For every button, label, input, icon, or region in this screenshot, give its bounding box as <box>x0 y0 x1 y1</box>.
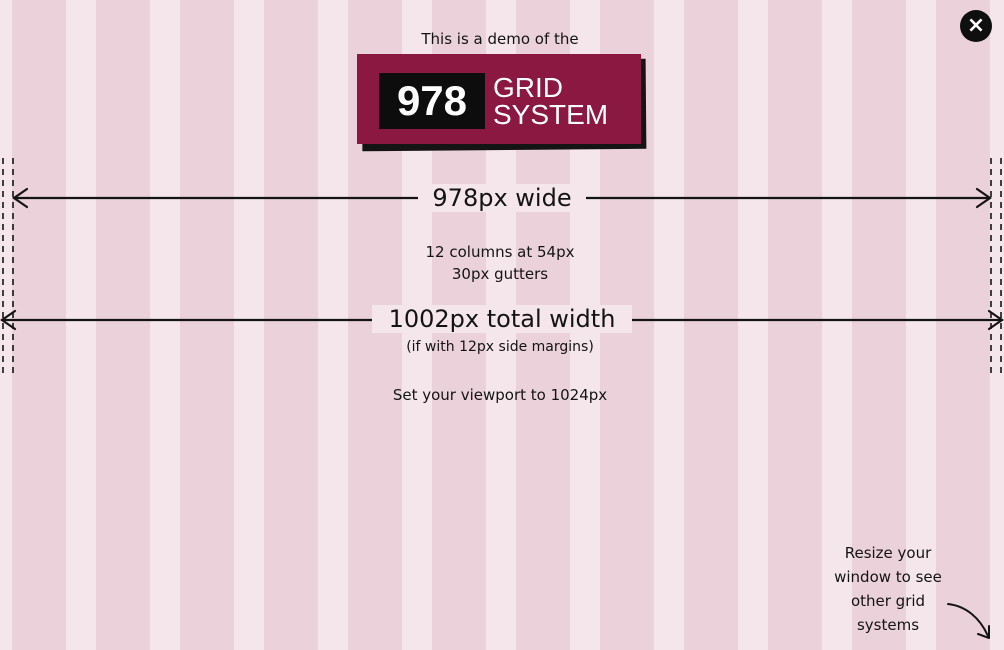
grid-column <box>96 0 150 650</box>
width-978-arrow-left-head <box>12 187 29 209</box>
resize-note: Resize your window to see other grid sys… <box>820 541 956 637</box>
width-978-label: 978px wide <box>418 184 586 212</box>
resize-note-line: Resize your <box>844 544 932 562</box>
logo-number: 978 <box>379 73 485 129</box>
curved-arrow-icon <box>947 603 990 639</box>
grid-column <box>852 0 906 650</box>
grid-column <box>768 0 822 650</box>
resize-note-line: window to see <box>834 568 942 586</box>
grid-column <box>180 0 234 650</box>
columns-info: 12 columns at 54px 30px gutters <box>400 241 600 285</box>
grid-column <box>12 0 66 650</box>
width-1002-arrow-left-head <box>0 309 17 331</box>
viewport-note: Set your viewport to 1024px <box>392 386 608 404</box>
resize-note-line: systems <box>856 616 920 634</box>
close-button[interactable]: × <box>960 10 992 42</box>
grid-column <box>264 0 318 650</box>
width-1002-arrow-right-head <box>987 309 1004 331</box>
grid-column <box>936 0 990 650</box>
width-978-arrow-right-head <box>975 187 992 209</box>
grid-system-logo: 978 GRID SYSTEM <box>357 54 641 144</box>
logo-word-grid: GRID <box>493 72 563 103</box>
columns-count-text: 12 columns at 54px <box>425 243 575 261</box>
close-icon: × <box>966 13 986 38</box>
gutters-text: 30px gutters <box>451 265 549 283</box>
logo-word-system: SYSTEM <box>493 99 609 130</box>
grid-column <box>684 0 738 650</box>
intro-text: This is a demo of the <box>421 30 579 48</box>
resize-note-line: other grid <box>850 592 926 610</box>
side-margins-note: (if with 12px side margins) <box>406 339 594 355</box>
total-width-label: 1002px total width <box>372 305 632 333</box>
